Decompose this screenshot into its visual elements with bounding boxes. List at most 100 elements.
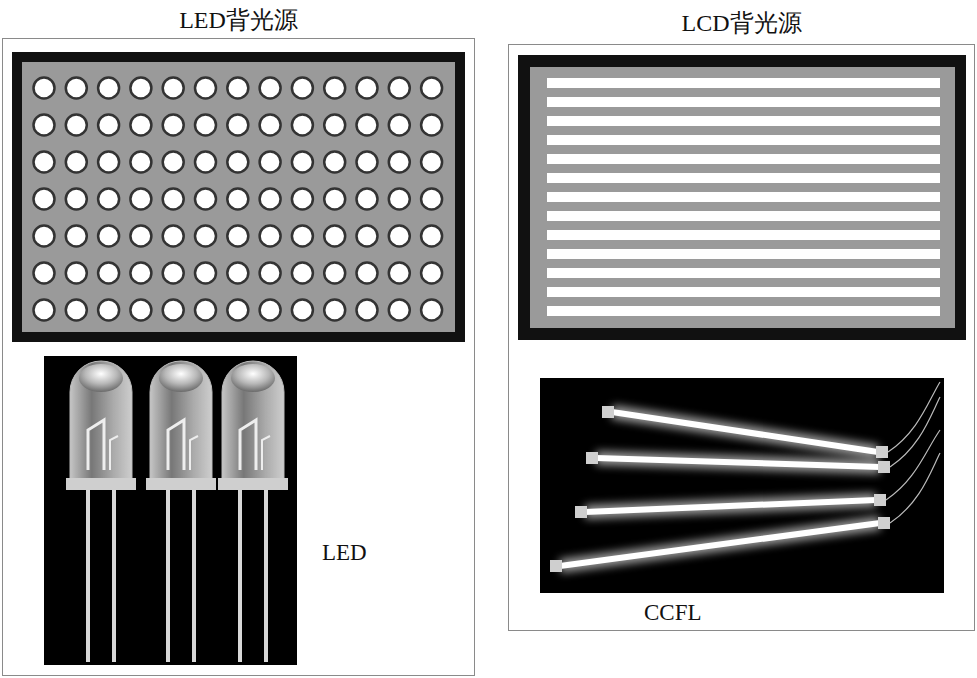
led-dot: [130, 78, 151, 99]
led-dot: [421, 78, 442, 99]
led-backlight-frame: [12, 52, 465, 342]
led-dot: [324, 78, 345, 99]
led-dot: [34, 300, 55, 321]
led-dot: [227, 263, 248, 284]
led-dot: [292, 189, 313, 210]
led-dot: [195, 263, 216, 284]
led-dot: [163, 78, 184, 99]
panel-heading-wrap: LCD背光源: [509, 10, 974, 36]
ccfl-tube: [586, 397, 940, 473]
led-part: [218, 361, 288, 662]
led-dot: [260, 152, 281, 173]
led-dot: [98, 226, 119, 247]
led-dot: [66, 78, 87, 99]
led-dot: [227, 226, 248, 247]
led-dot: [357, 189, 378, 210]
led-dot: [227, 189, 248, 210]
panel-heading: LED背光源: [179, 7, 298, 33]
led-dot: [357, 300, 378, 321]
led-dot: [227, 115, 248, 136]
backlight-panel: LED背光源: [2, 38, 475, 676]
backlight-panel: LCD背光源: [508, 44, 975, 631]
led-dot: [260, 115, 281, 136]
panel-heading-wrap: LED背光源: [3, 7, 474, 33]
led-dot: [389, 152, 410, 173]
led-dot: [98, 189, 119, 210]
led-dot: [34, 115, 55, 136]
led-dot: [292, 78, 313, 99]
ccfl-bar: [547, 268, 940, 278]
ccfl-bar: [547, 306, 940, 316]
part-label: LED: [322, 540, 367, 565]
led-dot: [260, 300, 281, 321]
led-dot: [260, 263, 281, 284]
led-dot: [260, 226, 281, 247]
led-dot: [357, 263, 378, 284]
led-dot: [34, 189, 55, 210]
led-dot: [98, 263, 119, 284]
led-dot: [389, 226, 410, 247]
ccfl-bar: [547, 173, 940, 183]
ccfl-bar: [547, 211, 940, 221]
led-dot: [34, 78, 55, 99]
led-dot: [66, 189, 87, 210]
ccfl-bar: [547, 97, 940, 107]
led-dot: [34, 226, 55, 247]
led-dot: [292, 152, 313, 173]
led-dot: [227, 78, 248, 99]
panel-heading: LCD背光源: [682, 10, 802, 36]
led-dot: [195, 300, 216, 321]
ccfl-bar: [547, 249, 940, 259]
led-dot: [130, 189, 151, 210]
led-photo: [44, 356, 297, 665]
led-dot: [421, 226, 442, 247]
led-dot: [66, 226, 87, 247]
led-dot: [130, 226, 151, 247]
led-dot: [421, 300, 442, 321]
led-dot: [227, 152, 248, 173]
led-dot: [292, 226, 313, 247]
led-dot: [98, 115, 119, 136]
led-dot: [34, 152, 55, 173]
led-dot: [34, 263, 55, 284]
led-dot: [66, 152, 87, 173]
ccfl-bar: [547, 78, 940, 88]
led-dot: [163, 300, 184, 321]
led-dot: [163, 115, 184, 136]
ccfl-backlight-frame: [518, 55, 966, 340]
led-dot: [324, 189, 345, 210]
led-dot: [98, 300, 119, 321]
led-dot: [324, 152, 345, 173]
led-dot: [421, 152, 442, 173]
led-dot: [66, 263, 87, 284]
led-dot: [260, 78, 281, 99]
led-dot: [195, 189, 216, 210]
led-dot: [130, 300, 151, 321]
led-dot: [389, 189, 410, 210]
led-dot: [357, 152, 378, 173]
led-dot: [163, 189, 184, 210]
led-dot: [98, 152, 119, 173]
led-dot: [421, 115, 442, 136]
led-dot: [163, 263, 184, 284]
led-dot: [163, 152, 184, 173]
led-dot: [357, 78, 378, 99]
ccfl-bar: [547, 116, 940, 126]
ccfl-tube: [602, 382, 940, 458]
ccfl-tube: [550, 453, 940, 572]
led-dot: [292, 263, 313, 284]
ccfl-bar: [547, 230, 940, 240]
ccfl-bar: [547, 192, 940, 202]
led-dot: [227, 300, 248, 321]
led-dot: [421, 263, 442, 284]
ccfl-bar: [547, 135, 940, 145]
ccfl-photo: [540, 378, 944, 593]
led-dot: [260, 189, 281, 210]
led-dot: [292, 115, 313, 136]
led-dot: [389, 115, 410, 136]
part-label: CCFL: [644, 600, 702, 625]
led-dot: [130, 115, 151, 136]
led-dot: [324, 226, 345, 247]
led-part: [66, 361, 136, 662]
